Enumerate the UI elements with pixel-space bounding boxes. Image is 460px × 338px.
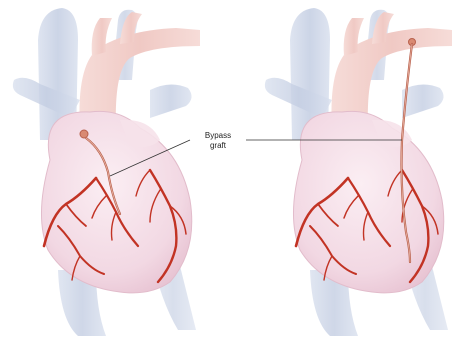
label-line-2: graft: [188, 141, 248, 151]
right-heart: [265, 8, 452, 336]
label-line-1: Bypass: [188, 131, 248, 141]
left-heart: [13, 8, 200, 336]
bypass-graft-label: Bypass graft: [188, 131, 248, 151]
